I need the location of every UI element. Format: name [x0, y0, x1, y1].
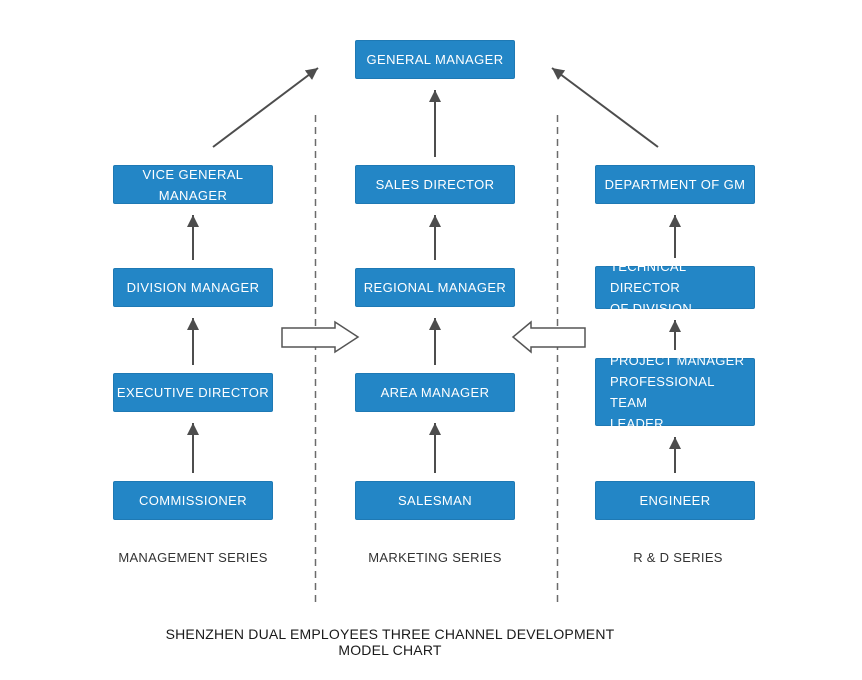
box-area-manager: AREA MANAGER [355, 373, 515, 412]
box-general-manager: GENERAL MANAGER [355, 40, 515, 79]
chart-title: SHENZHEN DUAL EMPLOYEES THREE CHANNEL DE… [165, 626, 615, 658]
box-sales-director: SALES DIRECTOR [355, 165, 515, 204]
box-commissioner: COMMISSIONER [113, 481, 273, 520]
box-engineer: ENGINEER [595, 481, 755, 520]
series-label-marketing: MARKETING SERIES [368, 550, 502, 565]
box-executive-director: EXECUTIVE DIRECTOR [113, 373, 273, 412]
hollow-arrow-right [281, 320, 360, 354]
box-department-of-gm: DEPARTMENT OF GM [595, 165, 755, 204]
diagonal-arrow-left [212, 67, 319, 148]
box-division-manager: DIVISION MANAGER [113, 268, 273, 307]
box-salesman: SALESMAN [355, 481, 515, 520]
box-technical-director-of-division: TECHNICAL DIRECTOR OF DIVISION [595, 259, 755, 316]
box-vice-general-manager: VICE GENERAL MANAGER [113, 165, 273, 204]
hollow-arrow-left [511, 320, 586, 354]
diagonal-arrow-right [551, 67, 659, 148]
box-project-manager-professional-team-leader: PROJECT MANAGER PROFESSIONAL TEAM LEADER [595, 353, 755, 431]
series-label-management: MANAGEMENT SERIES [118, 550, 268, 565]
series-label-rd: R & D SERIES [633, 550, 723, 565]
box-regional-manager: REGIONAL MANAGER [355, 268, 515, 307]
